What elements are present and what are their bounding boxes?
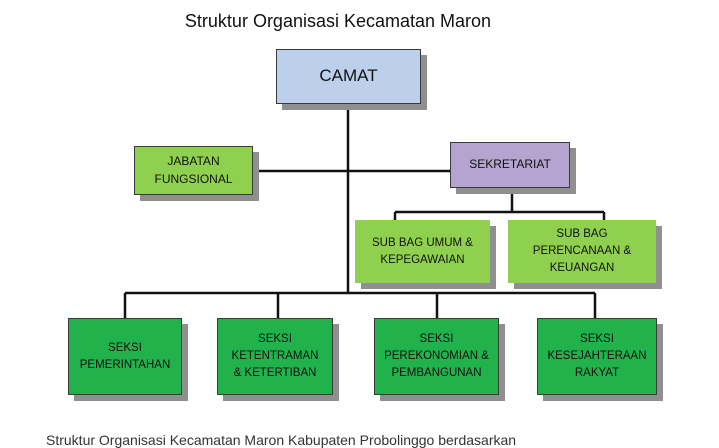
node-seksi-kesejahteraan-label: SEKSI KESEJAHTERAAN RAKYAT xyxy=(547,333,647,379)
node-seksi-pemerintahan: SEKSI PEMERINTAHAN xyxy=(68,318,182,395)
node-seksi-kesejahteraan: SEKSI KESEJAHTERAAN RAKYAT xyxy=(537,318,657,395)
node-seksi-ketentraman: SEKSI KETENTRAMAN & KETERTIBAN xyxy=(217,318,333,395)
node-camat: CAMAT xyxy=(276,49,421,104)
node-camat-label: CAMAT xyxy=(319,66,378,86)
node-sekretariat: SEKRETARIAT xyxy=(450,142,570,188)
node-seksi-ketentraman-label: SEKSI KETENTRAMAN & KETERTIBAN xyxy=(231,333,319,379)
node-seksi-pemerintahan-label: SEKSI PEMERINTAHAN xyxy=(79,341,171,371)
diagram-title: Struktur Organisasi Kecamatan Maron xyxy=(184,11,492,31)
node-jabatan-fungsional: JABATAN FUNGSIONAL xyxy=(134,146,253,195)
node-sub-bag-umum-label: SUB BAG UMUM & KEPEGAWAIAN xyxy=(372,236,473,266)
node-sub-bag-perencanaan: SUB BAG PERENCANAAN & KEUANGAN xyxy=(508,220,656,283)
caption-text: Struktur Organisasi Kecamatan Maron Kabu… xyxy=(46,432,517,448)
node-seksi-perekonomian-label: SEKSI PEREKONOMIAN & PEMBANGUNAN xyxy=(384,333,489,379)
node-sub-bag-umum: SUB BAG UMUM & KEPEGAWAIAN xyxy=(355,220,490,283)
node-jabatan-fungsional-label: JABATAN FUNGSIONAL xyxy=(154,154,233,186)
node-seksi-perekonomian: SEKSI PEREKONOMIAN & PEMBANGUNAN xyxy=(374,318,499,395)
node-sub-bag-perencanaan-label: SUB BAG PERENCANAAN & KEUANGAN xyxy=(532,228,632,274)
node-sekretariat-label: SEKRETARIAT xyxy=(469,157,551,172)
